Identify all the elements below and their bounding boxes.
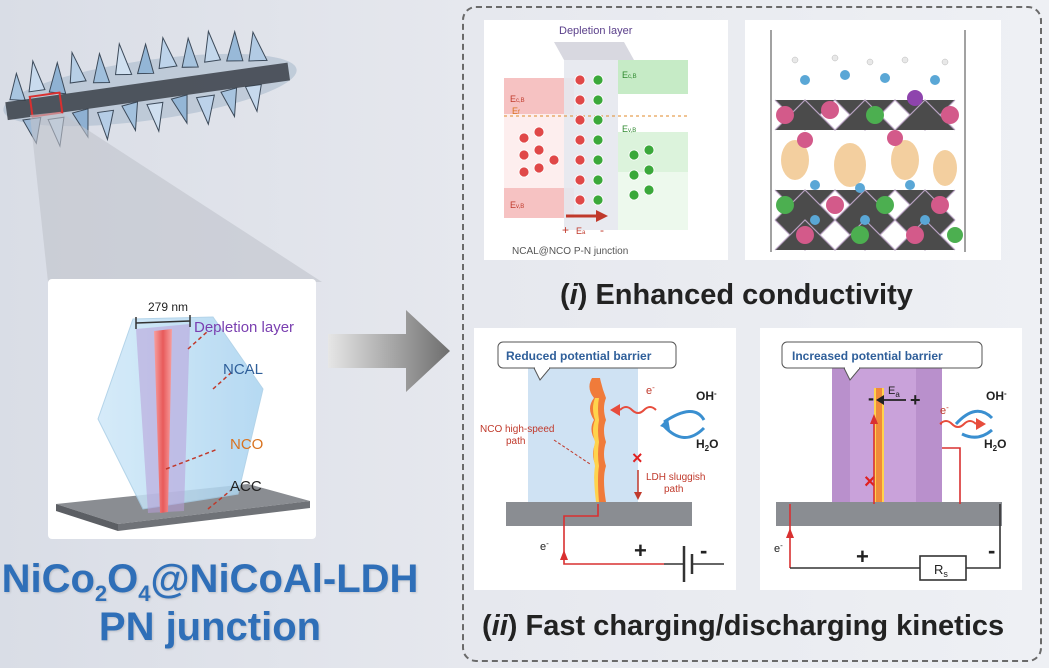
zoom-projection <box>30 112 322 282</box>
svg-text:Rs: Rs <box>934 562 948 579</box>
caption-enhanced-conductivity: (i) Enhanced conductivity <box>560 279 913 311</box>
svg-text:e-: e- <box>940 403 949 417</box>
discharging-schematic: Increased potential barrier - Ea + e- OH… <box>774 341 1007 581</box>
svg-text:Reduced potential barrier: Reduced potential barrier <box>506 349 652 363</box>
svg-text:×: × <box>864 471 876 493</box>
nanosheet-schematic: 279 nm Depletion layer NCAL NCO ACC <box>56 300 310 531</box>
svg-text:Ev,B: Ev,B <box>622 124 636 134</box>
svg-text:-: - <box>600 223 604 237</box>
svg-text:+: + <box>856 544 869 569</box>
svg-text:e-: e- <box>646 383 655 397</box>
svg-text:Ea: Ea <box>576 226 586 236</box>
svg-text:Ev,B: Ev,B <box>510 200 524 210</box>
caption-fast-kinetics: (ii) Fast charging/discharging kinetics <box>482 610 1005 642</box>
nco-label: NCO <box>230 436 263 453</box>
band-diagram: Depletion layer Ec,B Ef Ev,B <box>504 25 688 257</box>
crystal-model-panel <box>745 20 1001 260</box>
depletion-label: Depletion layer <box>194 319 294 336</box>
svg-text:Depletion layer: Depletion layer <box>559 25 633 37</box>
svg-text:H2O: H2O <box>984 437 1006 453</box>
svg-text:-: - <box>868 388 874 408</box>
arrow-right-icon <box>328 310 450 392</box>
svg-text:path: path <box>506 436 525 447</box>
charging-schematic: Reduced potential barrier e- OH- H2O NCO… <box>480 341 724 582</box>
svg-text:path: path <box>664 484 683 495</box>
crystal-model <box>770 30 966 252</box>
material-title: NiCo2O4@NiCoAl-LDH <box>1 557 419 606</box>
svg-text:OH-: OH- <box>986 389 1007 403</box>
svg-text:-: - <box>700 538 707 563</box>
svg-text:e-: e- <box>774 541 783 555</box>
svg-text:Ec,B: Ec,B <box>510 94 525 104</box>
svg-text:NCO high-speed: NCO high-speed <box>480 424 554 435</box>
svg-text:Ea: Ea <box>888 385 900 399</box>
svg-text:LDH sluggish: LDH sluggish <box>646 472 705 483</box>
right-dashed-frame <box>462 6 1042 662</box>
width-label: 279 nm <box>148 300 188 314</box>
svg-text:-: - <box>988 538 995 563</box>
svg-text:e-: e- <box>540 539 549 553</box>
svg-text:+: + <box>634 538 647 563</box>
band-diagram-panel: Depletion layer Ec,B Ef Ev,B <box>484 20 728 260</box>
nco-core <box>154 329 172 513</box>
nanosheet-panel: 279 nm Depletion layer NCAL NCO ACC <box>48 279 316 539</box>
svg-text:Increased potential barrier: Increased potential barrier <box>792 349 943 363</box>
svg-text:×: × <box>632 448 643 468</box>
svg-text:Ef: Ef <box>512 106 520 116</box>
svg-text:OH-: OH- <box>696 389 717 403</box>
svg-text:H2O: H2O <box>696 437 718 453</box>
svg-text:Ec,B: Ec,B <box>622 70 637 80</box>
svg-text:+: + <box>562 223 569 237</box>
acc-label: ACC <box>230 478 262 495</box>
svg-text:NCAL@NCO P-N junction: NCAL@NCO P-N junction <box>512 246 628 257</box>
svg-text:+: + <box>910 390 921 410</box>
discharging-panel: Increased potential barrier - Ea + e- OH… <box>760 328 1022 590</box>
material-title-line2: PN junction <box>98 605 322 649</box>
charging-panel: Reduced potential barrier e- OH- H2O NCO… <box>474 328 736 590</box>
ncal-label: NCAL <box>223 361 263 378</box>
